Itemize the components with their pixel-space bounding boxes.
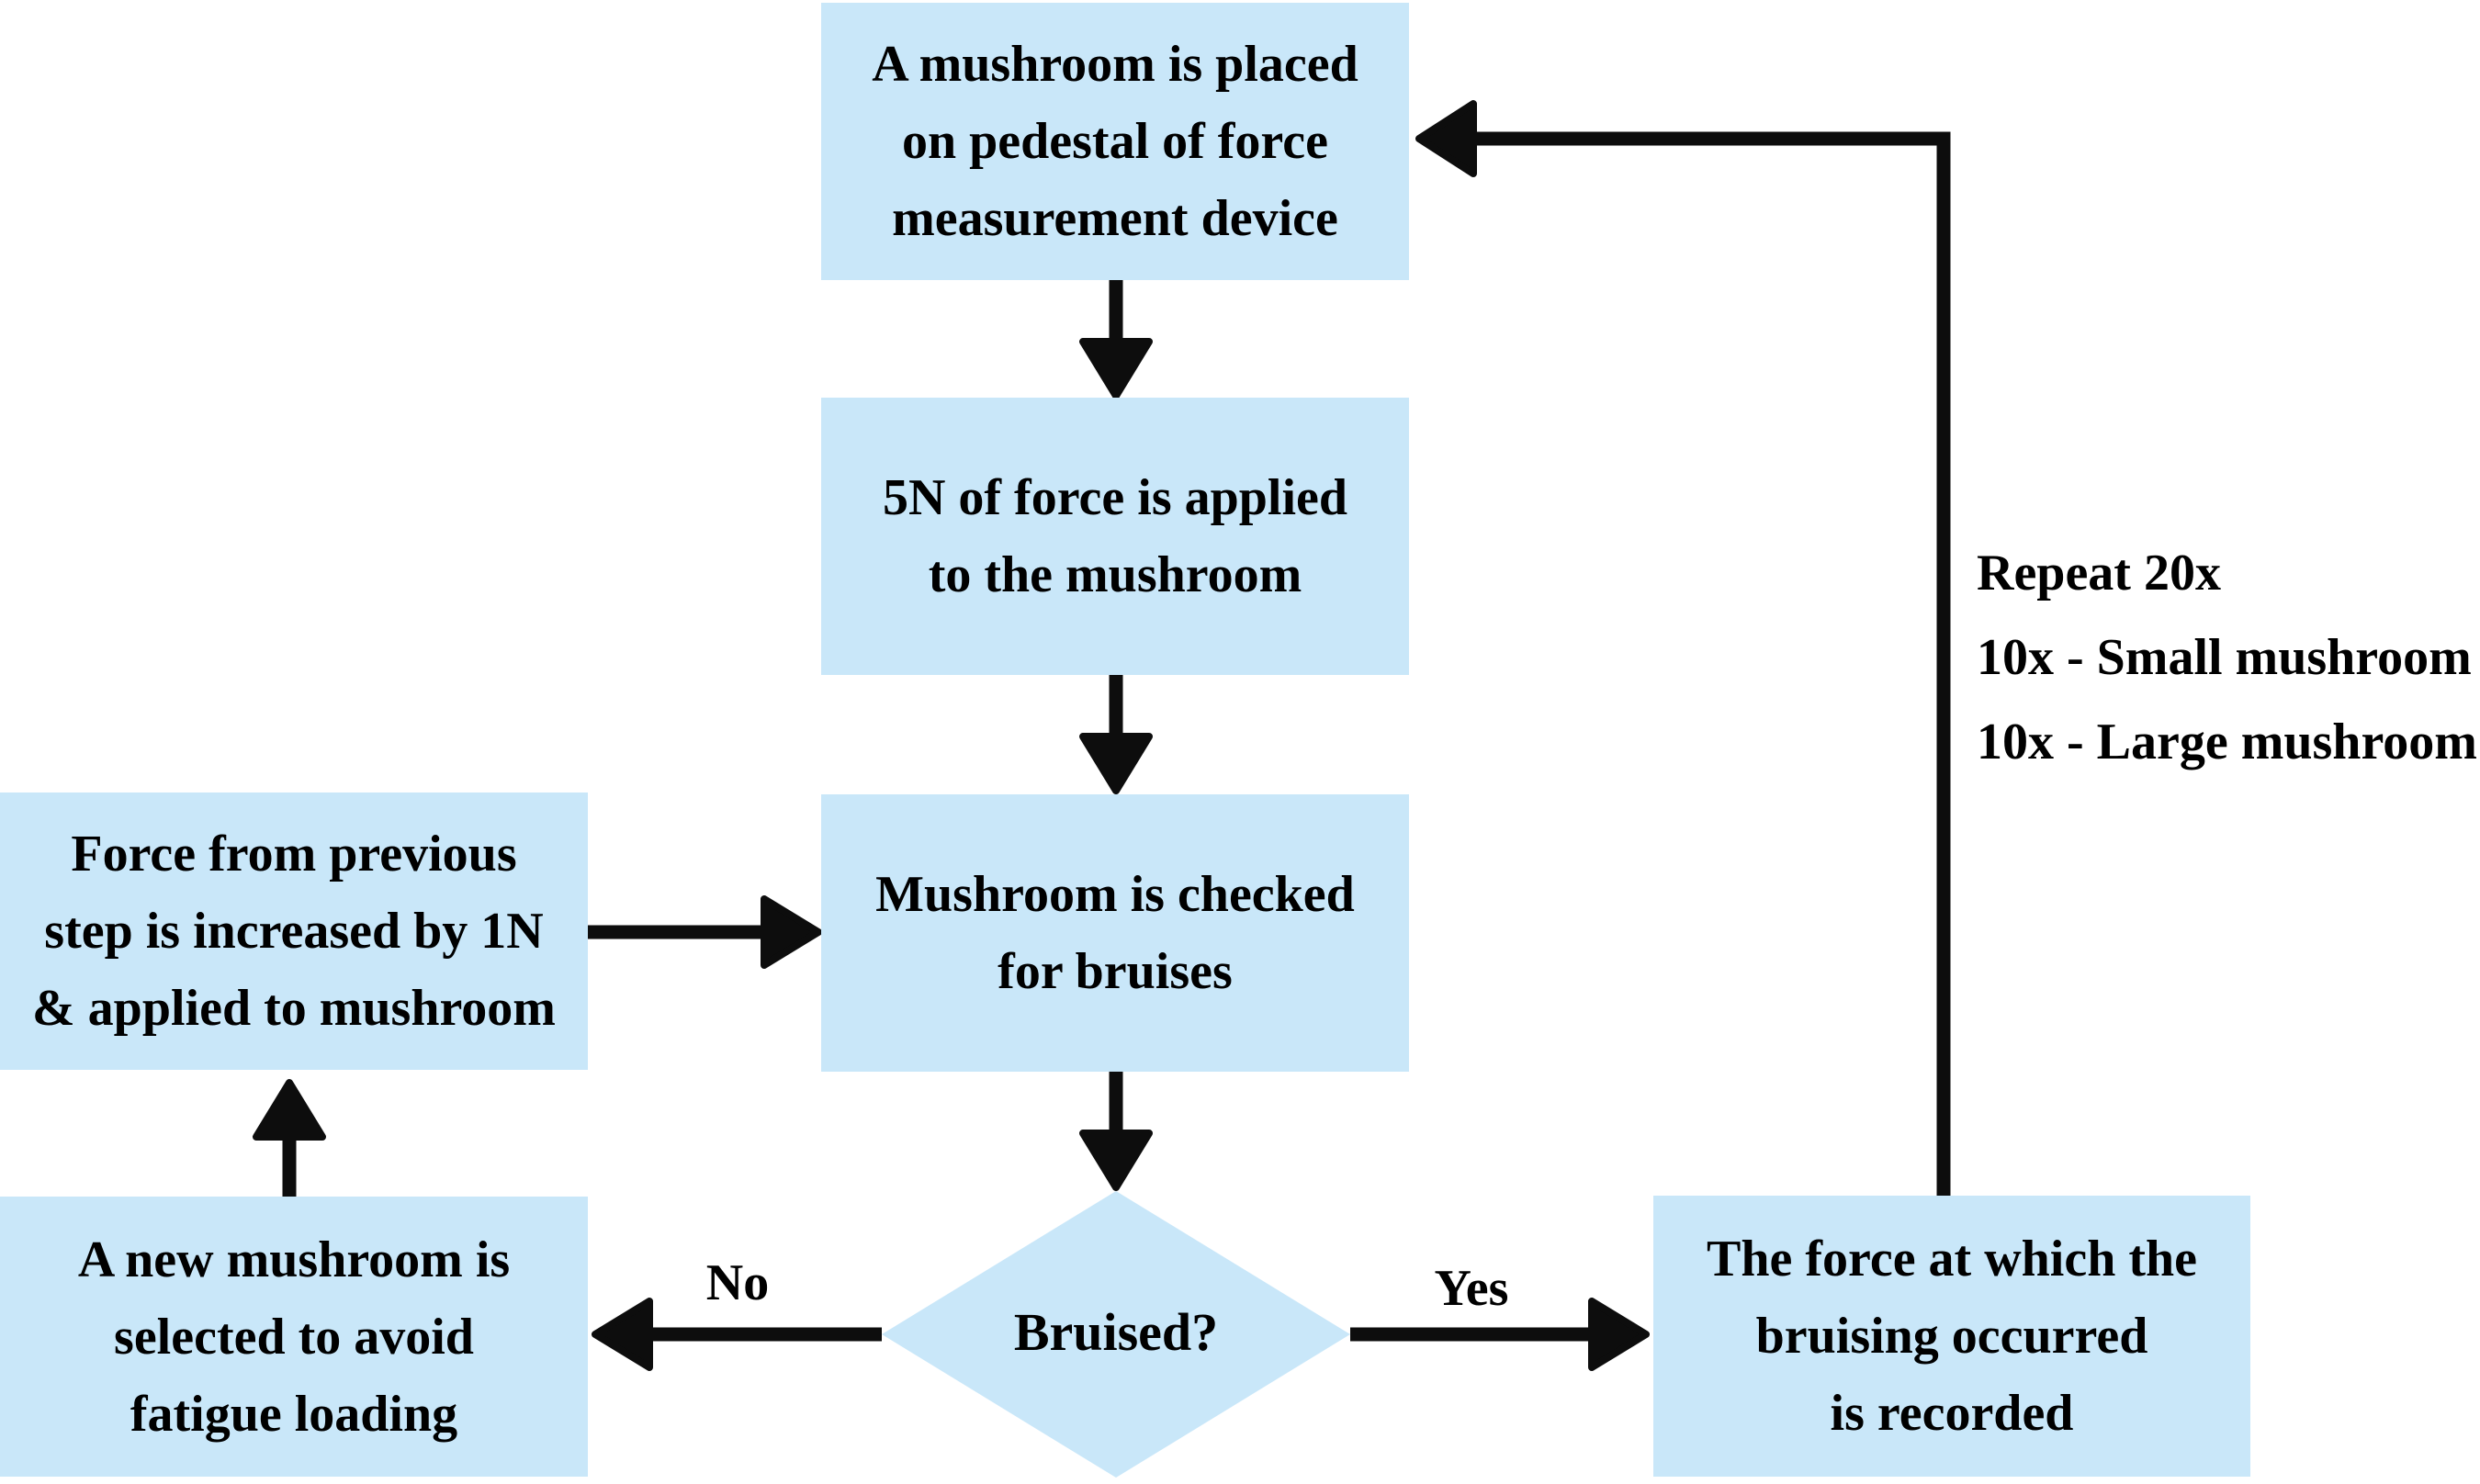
node-place-mushroom-label: A mushroom is placed on pedestal of forc… bbox=[872, 36, 1358, 247]
edge-label-no: No bbox=[705, 1254, 770, 1311]
arrow-record-to-place-loop bbox=[1415, 100, 1951, 1196]
arrow-no-decision-to-new bbox=[592, 1298, 882, 1371]
node-decision-bruised-label: Bruised? bbox=[1013, 1301, 1219, 1362]
node-apply-force-label: 5N of force is applied to the mushroom bbox=[882, 469, 1348, 603]
arrow-new-to-increase bbox=[253, 1079, 326, 1197]
arrow-increase-to-check bbox=[588, 895, 822, 969]
arrow-check-to-decision bbox=[1079, 1072, 1153, 1191]
edge-label-yes: Yes bbox=[1434, 1260, 1509, 1317]
decision-diamond-shape bbox=[882, 1191, 1350, 1478]
node-record-force-label: The force at which the bruising occurred… bbox=[1707, 1231, 2197, 1442]
node-record-force: The force at which the bruising occurred… bbox=[1653, 1196, 2250, 1477]
repeat-annotation: Repeat 20x 10x - Small mushroom 10x - La… bbox=[1977, 531, 2477, 784]
node-check-bruises-label: Mushroom is checked for bruises bbox=[875, 866, 1355, 1000]
node-check-bruises: Mushroom is checked for bruises bbox=[821, 794, 1409, 1072]
node-new-mushroom-label: A new mushroom is selected to avoid fati… bbox=[77, 1231, 511, 1443]
node-increase-force-label: Force from previous step is increased by… bbox=[32, 826, 556, 1037]
arrow-apply-to-check bbox=[1079, 675, 1153, 794]
arrow-place-to-apply bbox=[1079, 280, 1153, 399]
node-place-mushroom: A mushroom is placed on pedestal of forc… bbox=[821, 3, 1409, 280]
repeat-annotation-line3: 10x - Large mushroom bbox=[1977, 714, 2477, 770]
repeat-annotation-line2: 10x - Small mushroom bbox=[1977, 629, 2472, 686]
repeat-annotation-line1: Repeat 20x bbox=[1977, 545, 2221, 601]
node-new-mushroom: A new mushroom is selected to avoid fati… bbox=[0, 1197, 588, 1477]
node-apply-force: 5N of force is applied to the mushroom bbox=[821, 398, 1409, 675]
arrow-yes-decision-to-record bbox=[1350, 1298, 1650, 1371]
node-increase-force: Force from previous step is increased by… bbox=[0, 793, 588, 1070]
